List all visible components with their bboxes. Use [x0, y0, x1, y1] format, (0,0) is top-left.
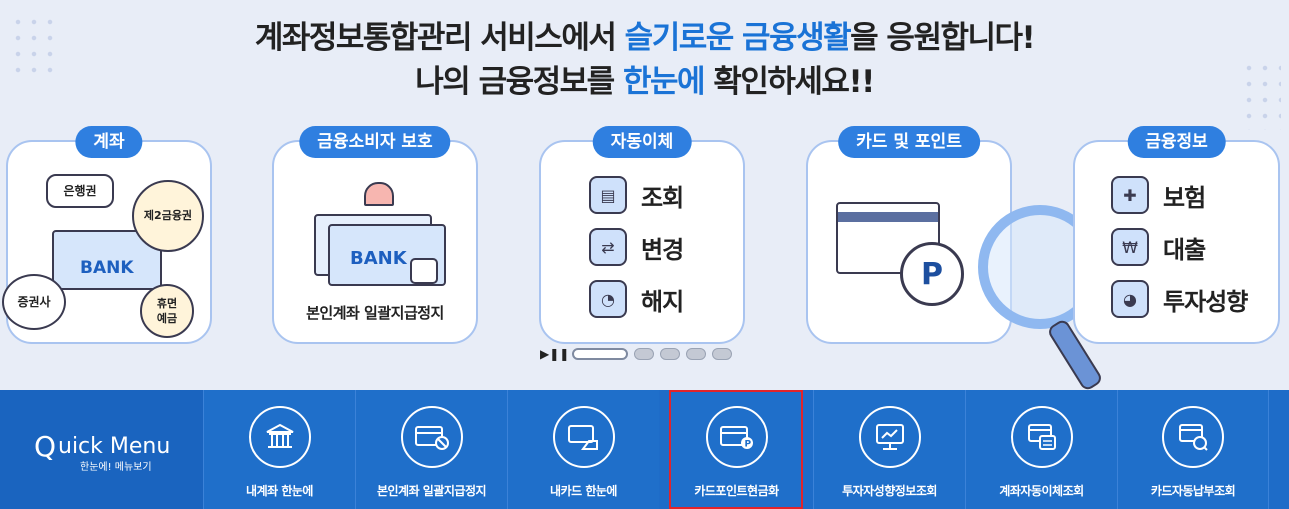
auto-cancel-item: ◔ 해지 — [589, 280, 684, 318]
card-financial-info[interactable]: 금융정보 ✚ 보험 ₩ 대출 ◕ 투자성향 — [1073, 126, 1280, 344]
quick-item-label: 카드포인트현금화 — [694, 484, 779, 498]
pager-dot-2[interactable] — [634, 348, 654, 360]
currency-exchange-icon: ⇄ — [589, 228, 627, 266]
pager-dot-1[interactable] — [572, 348, 628, 360]
quick-item-my-cards[interactable]: 내카드 한눈에 — [507, 390, 659, 509]
quick-item-label: 본인계좌 일괄지급정지 — [376, 484, 487, 498]
document-search-icon: ▤ — [589, 176, 627, 214]
card-card-point[interactable]: 카드 및 포인트 P — [806, 126, 1012, 344]
play-pause-icon[interactable]: ▶❚❚ — [540, 347, 570, 361]
quick-menu-bar: Q uick Menu 한눈에! 메뉴보기 내계좌 한눈에 본인계좌 일괄지급정… — [0, 390, 1289, 509]
quick-menu-subtitle: 한눈에! 메뉴보기 — [80, 462, 152, 473]
quick-menu-q: Q — [34, 430, 57, 463]
insurance-item: ✚ 보험 — [1111, 176, 1206, 214]
headline-highlight-2: 한눈에 — [623, 64, 706, 100]
headline-line-2: 나의 금융정보를 한눈에 확인하세요!! — [415, 64, 875, 100]
quick-item-card-point-cash[interactable]: P 카드포인트현금화 — [669, 390, 803, 509]
quick-item-my-accounts[interactable]: 내계좌 한눈에 — [203, 390, 355, 509]
alarm-light-icon — [364, 182, 394, 206]
card-consumer-title: 금융소비자 보호 — [299, 126, 451, 158]
auto-change-item: ⇄ 변경 — [589, 228, 684, 266]
quick-item-card-autopay[interactable]: 카드자동납부조회 — [1117, 390, 1269, 509]
pager-dot-5[interactable] — [712, 348, 732, 360]
quick-item-label: 계좌자동이체조회 — [999, 484, 1084, 498]
card-consumer-caption: 본인계좌 일괄지급정지 — [306, 304, 444, 322]
card-account-title: 계좌 — [75, 126, 143, 158]
card-account[interactable]: 계좌 BANK 은행권 제2금융권 증권사 휴면 예금 — [2, 126, 212, 344]
pager-dot-4[interactable] — [686, 348, 706, 360]
bank-building-icon — [248, 406, 311, 468]
quick-item-account-autotransfer[interactable]: 계좌자동이체조회 — [965, 390, 1117, 509]
page-headline: 계좌정보통합관리 서비스에서 슬기로운 금융생활을 응원합니다! 나의 금융정보… — [0, 16, 1289, 104]
card-stripe — [838, 212, 938, 222]
quick-menu-label: uick Menu — [58, 434, 171, 459]
quick-item-bulk-stop[interactable]: 본인계좌 일괄지급정지 — [355, 390, 507, 509]
bank-label: BANK — [80, 258, 134, 278]
card-autotransfer-title: 자동이체 — [592, 126, 692, 158]
carousel-pager: ▶❚❚ — [540, 347, 732, 361]
pager-dot-3[interactable] — [660, 348, 680, 360]
monitor-chart-icon — [858, 406, 921, 468]
bubble-secondary-finance: 제2금융권 — [132, 180, 204, 252]
card-block-icon — [400, 406, 463, 468]
svg-text:P: P — [744, 440, 751, 450]
shield-plus-icon: ✚ — [1111, 176, 1149, 214]
card-autopay-icon — [1162, 406, 1224, 468]
decor-dots-left — [10, 14, 60, 74]
pie-chart-icon: ◕ — [1111, 280, 1149, 318]
quick-item-label: 카드자동납부조회 — [1150, 484, 1236, 498]
quick-menu-title: Q uick Menu 한눈에! 메뉴보기 — [0, 390, 203, 509]
bank-card-label: BANK — [350, 248, 407, 269]
point-coin-icon: P — [900, 242, 964, 306]
hand-coin-icon: ₩ — [1111, 228, 1149, 266]
headline-highlight-1: 슬기로운 금융생활 — [624, 20, 852, 56]
card-hand-icon — [552, 406, 615, 468]
quick-item-label: 투자자성향정보조회 — [842, 484, 937, 498]
bubble-dormant-deposit: 휴면 예금 — [140, 284, 194, 338]
loan-item: ₩ 대출 — [1111, 228, 1206, 266]
quick-item-investor-info[interactable]: 투자자성향정보조회 — [813, 390, 965, 509]
investment-tendency-item: ◕ 투자성향 — [1111, 280, 1248, 318]
bubble-bank: 은행권 — [46, 174, 114, 208]
piggy-bank-icon: ◔ — [589, 280, 627, 318]
card-auto-transfer[interactable]: 자동이체 ▤ 조회 ⇄ 변경 ◔ 해지 — [539, 126, 745, 344]
card-cardpoint-title: 카드 및 포인트 — [838, 126, 980, 158]
point-p-label: P — [921, 256, 943, 292]
bubble-securities: 증권사 — [2, 274, 66, 330]
card-point-icon: P — [705, 406, 768, 468]
card-consumer-protection[interactable]: 금융소비자 보호 BANK 본인계좌 일괄지급정지 — [272, 126, 478, 344]
quick-item-label: 내계좌 한눈에 — [246, 484, 313, 498]
quick-item-label: 내카드 한눈에 — [550, 484, 617, 498]
card-fininfo-title: 금융정보 — [1127, 126, 1226, 158]
auto-transfer-icon — [1010, 406, 1073, 468]
decor-dots-right — [1241, 60, 1281, 130]
padlock-icon — [410, 258, 438, 284]
headline-line-1: 계좌정보통합관리 서비스에서 슬기로운 금융생활을 응원합니다! — [254, 20, 1036, 56]
auto-inquiry-item: ▤ 조회 — [589, 176, 684, 214]
